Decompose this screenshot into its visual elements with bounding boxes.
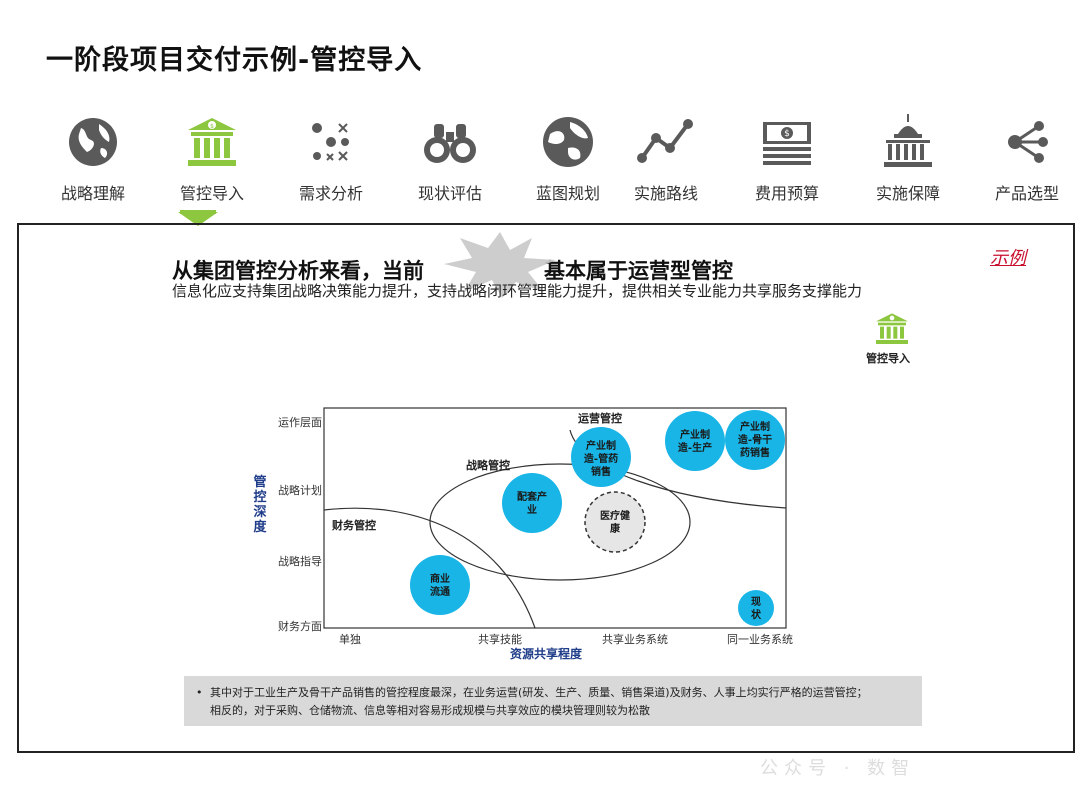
finance-control-boundary xyxy=(323,507,536,629)
svg-text:配套产: 配套产 xyxy=(517,490,547,503)
nav-item-roadmap[interactable]: 实施路线 xyxy=(606,112,726,204)
nav-item-label: 管控导入 xyxy=(179,184,244,203)
nav-item-label: 费用预算 xyxy=(754,184,819,203)
watermark: 公众号 · 数智 xyxy=(760,758,916,779)
nav-item-label: 实施路线 xyxy=(633,184,698,203)
svg-text:流通: 流通 xyxy=(430,585,450,598)
svg-text:度: 度 xyxy=(253,519,267,535)
mini-icon-label: 管控导入 xyxy=(866,352,910,365)
nav-item-assessment[interactable]: 现状评估 xyxy=(390,112,510,204)
nav-item-label: 产品选型 xyxy=(994,184,1059,203)
plot-frame xyxy=(323,407,787,629)
x-tick-label: 共享技能 xyxy=(478,632,522,646)
svg-text:现: 现 xyxy=(751,596,761,608)
subheadline: 信息化应支持集团战略决策能力提升，支持战略闭环管理能力提升，提供相关专业能力共享… xyxy=(172,282,863,300)
note-line-1: 其中对于工业生产及骨干产品销售的管控程度最深，在业务运营(研发、生产、质量、销售… xyxy=(210,686,868,699)
nav-item-strategy[interactable]: 战略理解 xyxy=(33,112,153,204)
note-bullet: • xyxy=(196,686,203,699)
x-tick-label: 同一业务系统 xyxy=(727,633,793,646)
sample-tag: 示例 xyxy=(990,248,1026,269)
headline-part-b: 基本属于运营型管控 xyxy=(544,259,733,283)
world-map-icon xyxy=(538,112,598,172)
nav-item-budget[interactable]: $ 费用预算 xyxy=(727,112,847,204)
nav-item-label: 需求分析 xyxy=(298,184,363,203)
control-matrix-diagram: 管 控 深 度 运作层面 战略计划 战略指导 财务方面 单独 共享技能 共享业务… xyxy=(253,407,793,661)
line-chart-icon xyxy=(636,112,696,172)
nav-item-blueprint[interactable]: 蓝图规划 xyxy=(508,112,628,204)
note-line-2: 相反的，对于采购、仓储物流、信息等相对容易形成规模与共享效应的模块管理则较为松散 xyxy=(210,704,650,717)
svg-text:$: $ xyxy=(210,123,214,130)
svg-text:业: 业 xyxy=(527,503,537,516)
bank-icon xyxy=(872,312,912,352)
share-icon xyxy=(997,112,1057,172)
strategy-control-ellipse xyxy=(429,463,691,581)
svg-text:造-管药: 造-管药 xyxy=(584,452,618,465)
phase-nav: 战略理解 $ 管控导入 xyxy=(30,112,1070,212)
page-title: 一阶段项目交付示例-管控导入 xyxy=(46,45,423,76)
svg-text:销售: 销售 xyxy=(591,465,611,478)
y-axis-title: 管 控 深 度 xyxy=(253,474,267,535)
region-label-strategy: 战略管控 xyxy=(466,458,510,472)
capitol-icon xyxy=(878,112,938,172)
content-frame xyxy=(17,223,1075,753)
y-tick-label: 战略计划 xyxy=(278,483,322,497)
svg-text:产业制: 产业制 xyxy=(586,439,616,452)
network-dots-icon xyxy=(301,112,361,172)
bank-icon: $ xyxy=(182,112,242,172)
svg-text:$: $ xyxy=(784,129,790,139)
y-tick-label: 财务方面 xyxy=(278,619,322,633)
svg-text:深: 深 xyxy=(253,504,266,520)
nav-item-label: 现状评估 xyxy=(417,184,482,203)
svg-text:康: 康 xyxy=(610,522,621,535)
nav-item-control[interactable]: $ 管控导入 xyxy=(152,112,272,204)
svg-text:医疗健: 医疗健 xyxy=(600,509,630,522)
region-label-operation: 运营管控 xyxy=(578,411,622,425)
active-indicator-arrow xyxy=(178,212,218,226)
nav-item-requirements[interactable]: 需求分析 xyxy=(271,112,391,204)
bubble-current-state: 现 状 xyxy=(738,590,774,626)
nav-item-label: 实施保障 xyxy=(875,184,940,203)
binoculars-icon xyxy=(420,112,480,172)
nav-item-label: 战略理解 xyxy=(60,184,125,203)
region-label-finance: 财务管控 xyxy=(331,518,376,532)
note-box: • 其中对于工业生产及骨干产品销售的管控程度最深，在业务运营(研发、生产、质量、… xyxy=(184,676,922,726)
bubble-mfg-sales: 产业制 造-管药 销售 xyxy=(571,427,631,487)
svg-text:造-生产: 造-生产 xyxy=(678,441,712,454)
headline: 从集团管控分析来看，当前 基本属于运营型管控 xyxy=(172,255,733,285)
bubble-mfg-core-sales: 产业制 造-骨干 药销售 xyxy=(725,410,785,470)
money-icon: $ xyxy=(757,112,817,172)
redaction-starburst-icon xyxy=(440,230,560,304)
x-axis-title: 资源共享程度 xyxy=(510,646,583,661)
globe-icon xyxy=(63,112,123,172)
svg-text:管: 管 xyxy=(253,474,266,490)
svg-text:造-骨干: 造-骨干 xyxy=(738,433,772,446)
svg-text:控: 控 xyxy=(253,489,266,505)
svg-text:产业制: 产业制 xyxy=(740,420,770,433)
svg-text:产业制: 产业制 xyxy=(680,428,710,441)
y-tick-label: 战略指导 xyxy=(278,554,322,568)
x-tick-label: 共享业务系统 xyxy=(602,632,668,646)
svg-text:药销售: 药销售 xyxy=(740,446,770,459)
bubble-mfg-production: 产业制 造-生产 xyxy=(665,411,725,471)
svg-text:状: 状 xyxy=(751,608,762,621)
bubble-healthcare: 医疗健 康 xyxy=(584,491,646,553)
svg-text:商业: 商业 xyxy=(430,572,450,585)
nav-item-product[interactable]: 产品选型 xyxy=(967,112,1080,204)
headline-part-a: 从集团管控分析来看，当前 xyxy=(172,259,424,283)
x-tick-label: 单独 xyxy=(339,633,361,646)
bubble-supporting: 配套产 业 xyxy=(502,473,562,533)
bubble-commerce: 商业 流通 xyxy=(410,555,470,615)
y-tick-label: 运作层面 xyxy=(278,416,322,429)
nav-item-label: 蓝图规划 xyxy=(535,184,600,203)
nav-item-assurance[interactable]: 实施保障 xyxy=(848,112,968,204)
